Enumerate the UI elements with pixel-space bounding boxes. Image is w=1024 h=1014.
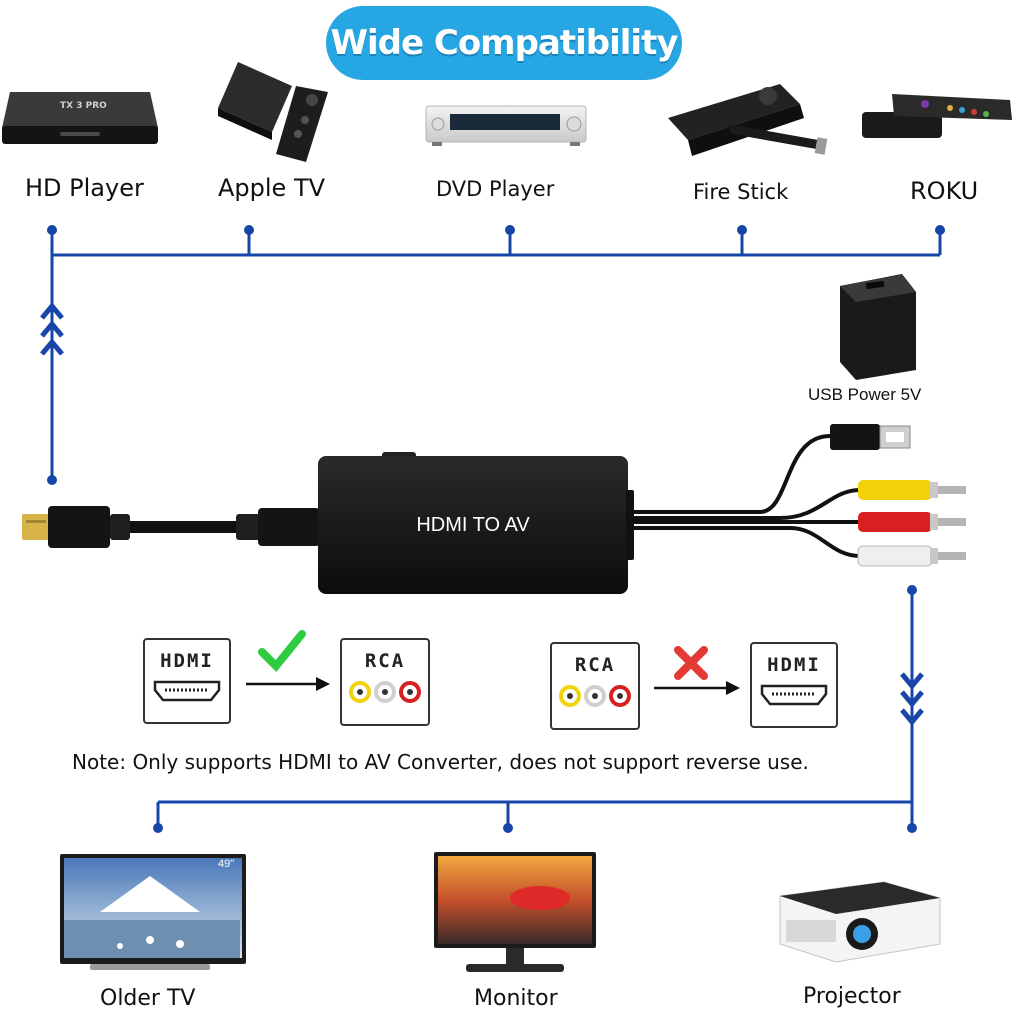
output-connector-lines bbox=[153, 585, 917, 833]
hdmi-port-icon bbox=[153, 680, 221, 702]
reverse-use-note: Note: Only supports HDMI to AV Converter… bbox=[72, 750, 809, 774]
rca-jacks-icon bbox=[559, 685, 631, 707]
hdmi-to-av-converter bbox=[318, 452, 634, 594]
monitor-image bbox=[434, 852, 596, 972]
output-cables bbox=[628, 434, 861, 558]
up-chevrons-icon bbox=[40, 302, 64, 356]
fire-stick-label: Fire Stick bbox=[693, 180, 789, 204]
roku-image bbox=[862, 94, 1012, 138]
usb-power-label: USB Power 5V bbox=[808, 385, 922, 404]
unsupported-to-label: HDMI bbox=[767, 654, 821, 676]
wide-compatibility-banner: Wide Compatibility bbox=[326, 6, 682, 80]
unsupported-hdmi-card: HDMI bbox=[750, 642, 838, 728]
older-tv-image bbox=[60, 854, 246, 970]
older-tv-label: Older TV bbox=[100, 986, 196, 1011]
hd-player-label: HD Player bbox=[25, 174, 144, 202]
rca-white-plug-icon bbox=[857, 545, 966, 567]
dvd-player-image bbox=[425, 105, 587, 146]
usb-power-adapter-image bbox=[840, 274, 916, 380]
roku-label: ROKU bbox=[910, 177, 979, 205]
unsupported-rca-card: RCA bbox=[550, 642, 640, 730]
unsupported-from-label: RCA bbox=[574, 654, 616, 676]
apple-tv-image bbox=[218, 62, 328, 162]
rca-jacks-icon bbox=[349, 681, 421, 703]
hdmi-port-icon bbox=[760, 684, 828, 706]
converter-label: HDMI TO AV bbox=[416, 514, 530, 536]
check-mark-icon bbox=[258, 630, 306, 672]
projector-label: Projector bbox=[803, 984, 901, 1009]
source-connector-lines bbox=[47, 225, 945, 485]
hdmi-plug-image bbox=[22, 506, 320, 548]
rca-red-plug-icon bbox=[858, 512, 966, 532]
tv-size-badge: 49" bbox=[218, 858, 235, 870]
supported-hdmi-card: HDMI bbox=[143, 638, 231, 724]
tx-box-print: TX 3 PRO bbox=[60, 101, 107, 111]
dvd-player-label: DVD Player bbox=[436, 177, 555, 201]
hd-player-image: TX 3 PRO bbox=[2, 92, 158, 144]
supported-rca-card: RCA bbox=[340, 638, 430, 726]
fire-stick-image bbox=[668, 84, 828, 156]
monitor-label: Monitor bbox=[474, 986, 558, 1011]
rca-yellow-plug-icon bbox=[858, 480, 966, 500]
down-chevrons-icon bbox=[900, 672, 924, 726]
projector-image bbox=[779, 881, 941, 963]
cross-mark-icon bbox=[674, 646, 708, 680]
unsupported-arrow-icon bbox=[654, 681, 740, 695]
supported-from-label: HDMI bbox=[160, 650, 214, 672]
supported-arrow-icon bbox=[246, 677, 330, 691]
apple-tv-label: Apple TV bbox=[218, 174, 326, 202]
usb-a-plug-icon bbox=[830, 424, 911, 450]
supported-to-label: RCA bbox=[364, 650, 406, 672]
